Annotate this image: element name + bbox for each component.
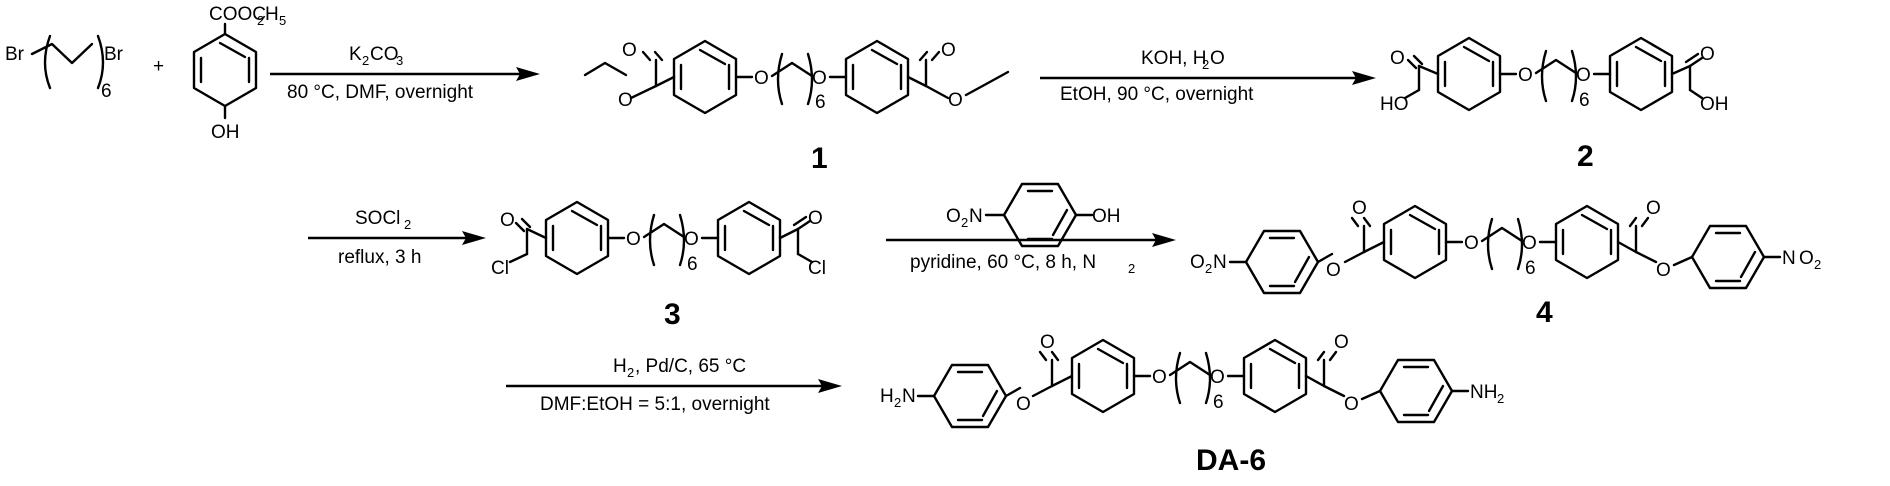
compound-1-label: 1: [811, 142, 828, 175]
reaction-arrow-1: K 2 CO 3 80 °C, DMF, overnight: [270, 44, 540, 103]
br-label-right: Br: [104, 44, 124, 65]
o2n-o: O: [946, 206, 961, 227]
o2n-sub: 2: [1205, 261, 1212, 276]
o-label: O: [1390, 48, 1405, 69]
oh-label: OH: [1700, 94, 1729, 115]
o-label: O: [808, 208, 823, 229]
o2n-n: N: [1213, 252, 1227, 273]
sub-5: 5: [279, 13, 286, 28]
cond-2-main: KOH, H: [1141, 48, 1206, 69]
n6-label: 6: [1579, 90, 1590, 111]
step1-conditions: 80 °C, DMF, overnight: [287, 82, 474, 103]
no2-n: N: [1782, 248, 1796, 269]
cond-2-tail: O: [1210, 48, 1225, 69]
plus-sign: +: [153, 56, 164, 77]
o-label: O: [1334, 332, 1349, 353]
n6-label: 6: [1525, 258, 1536, 279]
cond-2-sub: 2: [1202, 57, 1209, 72]
ester-label: COOC: [209, 4, 266, 25]
o-label: O: [1522, 233, 1537, 254]
o-label: O: [941, 40, 956, 61]
reaction-arrow-2: KOH, H 2 O EtOH, 90 °C, overnight: [1040, 48, 1376, 105]
o-label: O: [1700, 44, 1715, 65]
step5-conditions: DMF:EtOH = 5:1, overnight: [540, 394, 770, 415]
compound-4-label: 4: [1536, 296, 1553, 329]
cond-3-main: SOCl: [355, 208, 400, 229]
cl-label: Cl: [491, 258, 509, 279]
o-label: O: [754, 68, 769, 89]
ho-label: HO: [1380, 94, 1409, 115]
cond-1-k: K: [349, 44, 362, 65]
o-label: O: [1016, 394, 1031, 415]
o-label: O: [684, 229, 699, 250]
n6-label: 6: [687, 254, 698, 275]
cond-1-sub: 2: [362, 53, 369, 68]
step3-conditions: reflux, 3 h: [338, 247, 421, 268]
compound-1-structure: O O O 6 O O O: [583, 39, 1010, 115]
o-label: O: [1326, 260, 1341, 281]
cond-5-tail: , Pd/C, 65 °C: [635, 356, 746, 377]
compound-2-structure: O HO O 6 O O OH: [1380, 36, 1729, 115]
o-label: O: [1646, 198, 1661, 219]
ethyl-4-hydroxybenzoate: COOC 2 H 5 OH: [192, 4, 286, 143]
compound-3-label: 3: [664, 298, 681, 331]
nh2-sub: 2: [1497, 391, 1504, 406]
hydroxyl-label: OH: [211, 122, 240, 143]
o-label: O: [812, 68, 827, 89]
h2n-n: N: [902, 386, 916, 407]
reaction-arrow-4: O 2 N OH pyridine, 60 °C, 8 h, N 2: [886, 182, 1176, 276]
step4-conditions: pyridine, 60 °C, 8 h, N: [910, 252, 1096, 273]
da6-structure: H 2 N O O O 6 O O O NH 2: [880, 332, 1504, 429]
cond-3-sub: 2: [404, 217, 411, 232]
cond-5-sub: 2: [627, 365, 634, 380]
cond-4-sub: 2: [1128, 261, 1135, 276]
sub-2: 2: [257, 13, 264, 28]
n6-label: 6: [1213, 392, 1224, 413]
compound-2-label: 2: [1577, 140, 1594, 173]
h-label: H: [265, 4, 279, 25]
reaction-arrow-5: H 2 , Pd/C, 65 °C DMF:EtOH = 5:1, overni…: [506, 356, 842, 415]
step2-conditions: EtOH, 90 °C, overnight: [1060, 84, 1254, 105]
o-label: O: [626, 229, 641, 250]
cl-label: Cl: [808, 258, 826, 279]
nh2-label: NH: [1470, 382, 1497, 403]
n6-label: 6: [815, 92, 826, 113]
no2-o: O: [1799, 248, 1814, 269]
dibromohexane: Br Br 6: [5, 34, 124, 102]
compound-4-structure: O 2 N O O O 6 O O O N O 2: [1190, 198, 1821, 295]
o-label: O: [1210, 367, 1225, 388]
o-label: O: [622, 40, 637, 61]
compound-3-structure: O Cl O 6 O O Cl: [491, 200, 826, 279]
o-label: O: [948, 90, 963, 111]
o2n-n: N: [969, 206, 983, 227]
repeat-count: 6: [101, 81, 112, 102]
h2n-sub: 2: [894, 395, 901, 410]
cond-5-h: H: [613, 356, 627, 377]
o2n-o: O: [1190, 252, 1205, 273]
cond-1-co: CO: [370, 44, 399, 65]
o-label: O: [1518, 65, 1533, 86]
o-label: O: [1656, 260, 1671, 281]
o-label: O: [618, 90, 633, 111]
o-label: O: [1344, 394, 1359, 415]
no2-sub: 2: [1814, 257, 1821, 272]
o-label: O: [1352, 198, 1367, 219]
br-label-left: Br: [5, 44, 25, 65]
reaction-arrow-3: SOCl 2 reflux, 3 h: [308, 208, 486, 268]
o-label: O: [1464, 233, 1479, 254]
o-label: O: [1040, 332, 1055, 353]
o-label: O: [500, 210, 515, 231]
o2n-sub: 2: [961, 215, 968, 230]
phenol-oh: OH: [1092, 206, 1121, 227]
o-label: O: [1152, 367, 1167, 388]
h2n-h: H: [880, 386, 894, 407]
o-label: O: [1576, 65, 1591, 86]
cond-1-sub2: 3: [396, 53, 403, 68]
compound-da6-label: DA-6: [1196, 444, 1266, 477]
